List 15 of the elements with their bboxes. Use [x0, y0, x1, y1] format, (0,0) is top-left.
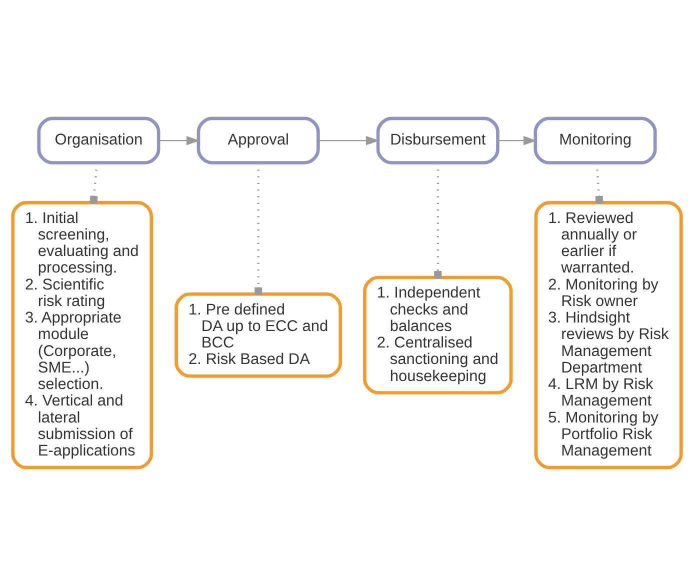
node-box: 1. Reviewed annually or earlier if warranted. 2. Monitoring by Risk owner 3. Hindsight reviews by Risk Management Department 4. LRM by Risk Management 5. Monitoring by Portfolio Risk Management [534, 200, 683, 469]
node-box: 1. Independent checks and balances 2. Centralised sanctioning and housekeeping [363, 275, 513, 394]
arrow [498, 135, 537, 145]
arrow [318, 135, 380, 145]
node-box: Organisation [37, 116, 160, 164]
arrow [158, 135, 200, 145]
node-box: 1. Pre defined DA up to ECC and BCC 2. Risk Based DA [174, 292, 342, 378]
connector [434, 162, 442, 278]
connector [254, 162, 262, 294]
node-box: Disbursement [376, 116, 500, 164]
node-box: Approval [196, 116, 320, 164]
connector [90, 162, 98, 204]
connector [595, 162, 604, 204]
node-box: 1. Initial screening, evaluating and processing. 2. Scientific risk rating 3. Appropriate module (Corporate, SME...) selection. 4. Vertical and lateral submission of E-applications [11, 200, 154, 469]
node-box: Monitoring [534, 116, 657, 164]
